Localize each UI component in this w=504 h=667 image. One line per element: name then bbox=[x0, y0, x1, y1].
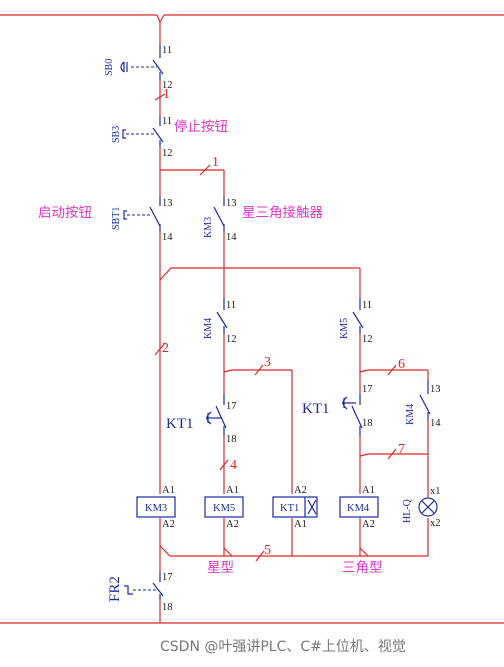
kt1-star-label: KT1 bbox=[166, 416, 194, 432]
km4-hold-terminal-top: 13 bbox=[430, 384, 441, 395]
wire-number-7: 7 bbox=[398, 442, 405, 457]
kt1-coil-a2: A2 bbox=[294, 485, 307, 496]
fr2-label: FR2 bbox=[107, 576, 123, 602]
lamp-label: HL-Q bbox=[402, 498, 413, 523]
wire-number-4: 4 bbox=[230, 458, 237, 473]
kt1-coil-label: KT1 bbox=[280, 503, 299, 514]
kt1-star-terminal-bottom: 18 bbox=[226, 434, 237, 445]
frame-lines bbox=[0, 14, 504, 624]
sbt1-label: SBT1 bbox=[111, 207, 122, 230]
km5-interlock-terminal-bottom: 12 bbox=[362, 334, 373, 345]
sbt1-terminal-top: 13 bbox=[162, 198, 173, 209]
distribution-bus: 2 bbox=[154, 232, 361, 356]
star-delta-contactor-annotation: 星三角接触器 bbox=[242, 204, 323, 221]
wire-number-3: 3 bbox=[264, 355, 271, 370]
lamp-x2: x2 bbox=[430, 518, 441, 529]
delta-annotation: 三角型 bbox=[342, 560, 383, 576]
km3-contact-label: KM3 bbox=[203, 217, 214, 238]
coil-km3: A1 KM3 A2 bbox=[136, 485, 176, 530]
kt1-delta-terminal-top: 17 bbox=[362, 384, 373, 395]
kt1-star-terminal-top: 17 bbox=[226, 401, 237, 412]
sb3-label: SB3 bbox=[111, 126, 122, 143]
wire-number-2: 2 bbox=[162, 341, 169, 356]
fr2-terminal-bottom: 18 bbox=[162, 602, 173, 613]
km5-interlock-terminal-top: 11 bbox=[362, 300, 372, 311]
star-annotation: 星型 bbox=[207, 560, 234, 576]
km5-coil-a1: A1 bbox=[226, 485, 239, 496]
km5-interlock-label: KM5 bbox=[339, 318, 350, 339]
km4-interlock-contact: 11 12 KM4 bbox=[203, 298, 237, 345]
kt1-coil-a1: A1 bbox=[294, 519, 307, 530]
lamp-hl-q: x1 x2 HL-Q bbox=[402, 486, 441, 529]
kt1-delta-terminal-bottom: 18 bbox=[362, 418, 373, 429]
km3-coil-label: KM3 bbox=[145, 503, 167, 514]
wire-number-5: 5 bbox=[264, 543, 271, 558]
km4-hold-label: KM4 bbox=[405, 404, 416, 425]
km3-contact-terminal-bottom: 14 bbox=[226, 232, 237, 243]
delta-branch: 6 17 18 KT1 13 14 KM4 7 bbox=[302, 334, 441, 556]
coil-km4: A1 KM4 A2 bbox=[339, 485, 379, 530]
sbt1-terminal-bottom: 14 bbox=[162, 232, 173, 243]
km3-contact-terminal-top: 13 bbox=[226, 198, 237, 209]
km3-coil-a1: A1 bbox=[162, 485, 175, 496]
km4-coil-a2: A2 bbox=[362, 519, 375, 530]
km4-interlock-terminal-top: 11 bbox=[226, 300, 236, 311]
km4-coil-label: KM4 bbox=[347, 503, 370, 514]
km3-branch: 1 bbox=[160, 155, 225, 197]
km5-interlock-contact: 11 12 KM5 bbox=[339, 298, 373, 345]
km4-interlock-label: KM4 bbox=[203, 318, 214, 339]
sb3-terminal-top: 11 bbox=[162, 116, 172, 127]
sb0-stop-switch: 11 12 SB0 bbox=[104, 45, 173, 91]
sb0-terminal-bottom: 12 bbox=[162, 80, 173, 91]
km4-interlock-terminal-bottom: 12 bbox=[226, 334, 237, 345]
km5-coil-a2: A2 bbox=[226, 519, 239, 530]
km3-coil-a2: A2 bbox=[162, 519, 175, 530]
return-wiring: 5 星型 三角型 bbox=[159, 518, 428, 576]
fr2-terminal-top: 17 bbox=[162, 572, 173, 583]
start-button-annotation: 启动按钮 bbox=[38, 205, 92, 221]
fr2-overload-contact: 17 18 FR2 bbox=[107, 572, 173, 613]
lamp-x1: x1 bbox=[430, 486, 441, 497]
sb3-stop-button: 11 12 SB3 停止按钮 bbox=[111, 116, 228, 159]
wire-number-1-lower: 1 bbox=[212, 155, 219, 170]
km5-coil-label: KM5 bbox=[213, 503, 235, 514]
sb0-label: SB0 bbox=[104, 59, 115, 76]
km4-hold-terminal-bottom: 14 bbox=[430, 418, 441, 429]
csdn-watermark: CSDN @叶强讲PLC、C#上位机、视觉 bbox=[160, 639, 406, 655]
coil-km5: A1 KM5 A2 bbox=[204, 485, 244, 530]
wire-number-1-upper: 1 bbox=[163, 87, 170, 102]
coil-kt1: A2 KT1 A1 bbox=[272, 485, 318, 530]
wire-number-6: 6 bbox=[398, 357, 405, 372]
sbt1-start-button: 13 14 SBT1 启动按钮 bbox=[38, 197, 173, 243]
km4-coil-a1: A1 bbox=[362, 485, 375, 496]
sb3-terminal-bottom: 12 bbox=[162, 148, 173, 159]
kt1-delta-label: KT1 bbox=[302, 401, 330, 417]
km3-hold-contact: 13 14 KM3 星三角接触器 bbox=[203, 197, 323, 243]
stop-button-annotation: 停止按钮 bbox=[174, 118, 228, 135]
sb0-terminal-top: 11 bbox=[162, 45, 172, 56]
star-branch: 3 17 18 KT1 4 bbox=[166, 334, 293, 494]
